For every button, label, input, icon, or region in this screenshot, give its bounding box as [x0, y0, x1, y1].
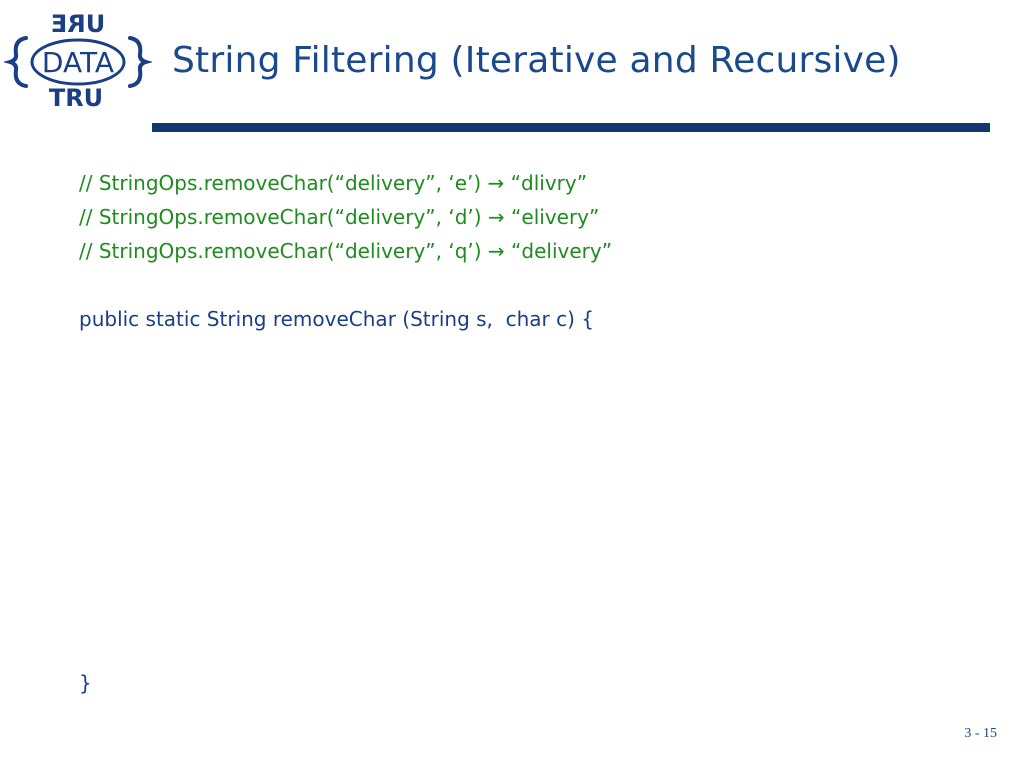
- logo-bottom-text: TRU: [49, 84, 103, 110]
- data-structures-logo: URE DATA TRU: [4, 10, 152, 110]
- example-comment-1: // StringOps.removeChar(“delivery”, ‘e’)…: [79, 171, 588, 195]
- logo-center-text: DATA: [42, 46, 114, 79]
- example-comment-2: // StringOps.removeChar(“delivery”, ‘d’)…: [79, 205, 600, 229]
- slide-title: String Filtering (Iterative and Recursiv…: [172, 40, 901, 81]
- method-signature: public static String removeChar (String …: [79, 307, 594, 331]
- closing-brace: }: [79, 671, 92, 695]
- example-comment-3: // StringOps.removeChar(“delivery”, ‘q’)…: [79, 239, 613, 263]
- page-number: 3 - 15: [964, 726, 997, 741]
- title-underline: [152, 123, 990, 132]
- code-block: // StringOps.removeChar(“delivery”, ‘e’)…: [79, 166, 612, 336]
- logo-top-text: URE: [51, 10, 105, 38]
